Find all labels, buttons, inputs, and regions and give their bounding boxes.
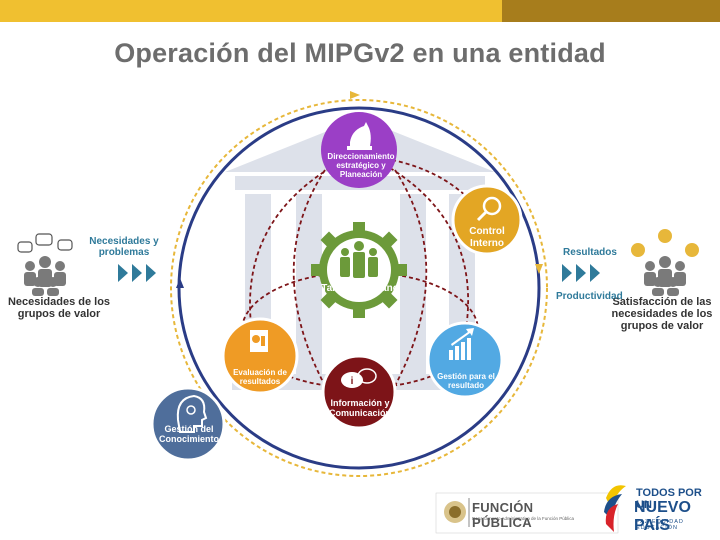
top-bar-brown [502,0,720,22]
conocimiento-label: Gestión del Conocimiento [159,424,219,445]
results-arrow-label: Resultados [563,247,617,258]
evaluacion-label: Evaluación de resultados [233,368,287,387]
control-node [451,184,523,256]
funcion-publica-logo [435,492,619,534]
outer-dashed-ring [170,99,548,477]
talento-node [311,222,407,318]
report-icon [250,330,268,352]
todos-line3: PAZ EQUIDAD EDUCACIÓN [636,519,684,531]
direccionamiento-node [321,112,397,188]
direccionamiento-label: Direccionamiento estratégico y Planeació… [327,152,395,180]
talento-label-text: Talento Humano [321,283,399,294]
top-bar-yellow [0,0,502,22]
chat-bubbles-icon: i [341,368,377,388]
svg-text:i: i [351,376,354,387]
gestion-label: Gestión para el resultado [437,372,495,391]
funcion-publica-name: FUNCIÓN PÚBLICA [472,500,534,530]
gestion-node [426,321,504,399]
right-arrows-icon [562,264,600,282]
ring-arrow-right-icon [535,264,543,274]
people-group-left-icon [17,233,73,296]
todos-line2: NUEVO PAÍS [634,499,691,534]
top-bar [0,0,720,22]
right-side-label: Satisfacción de las necesidades de los g… [611,296,713,333]
productivity-arrow-label: Productividad [556,291,623,302]
chess-knight-icon [347,122,372,150]
informacion-node: i [321,354,397,430]
ring-arrow-top-icon [350,91,360,99]
ring-arrow-left-icon [176,278,184,288]
funcion-publica-subtitle: Departamento Administrativo de la Funció… [472,516,575,521]
magnifier-icon [482,196,502,216]
growth-chart-icon [449,328,474,360]
people-group-right-icon [631,229,699,296]
left-side-label: Necesidades de los grupos de valor [7,296,111,321]
left-arrows-icon [118,264,156,282]
todos-line1: TODOS POR UN [636,487,702,511]
todos-por-un-nuevo-pais-logo [604,485,626,532]
talento-label: Talento Humano [320,283,400,295]
conocimiento-node [150,386,226,462]
evaluacion-node [221,317,299,395]
informacion-label: Información y Comunicación [328,398,391,419]
head-gears-icon [176,394,208,433]
people-icon [340,241,378,278]
page-title: Operación del MIPGv2 en una entidad [114,38,606,68]
needs-arrow-label: Necesidades y problemas [89,236,159,258]
control-label: Control Interno [469,226,505,249]
